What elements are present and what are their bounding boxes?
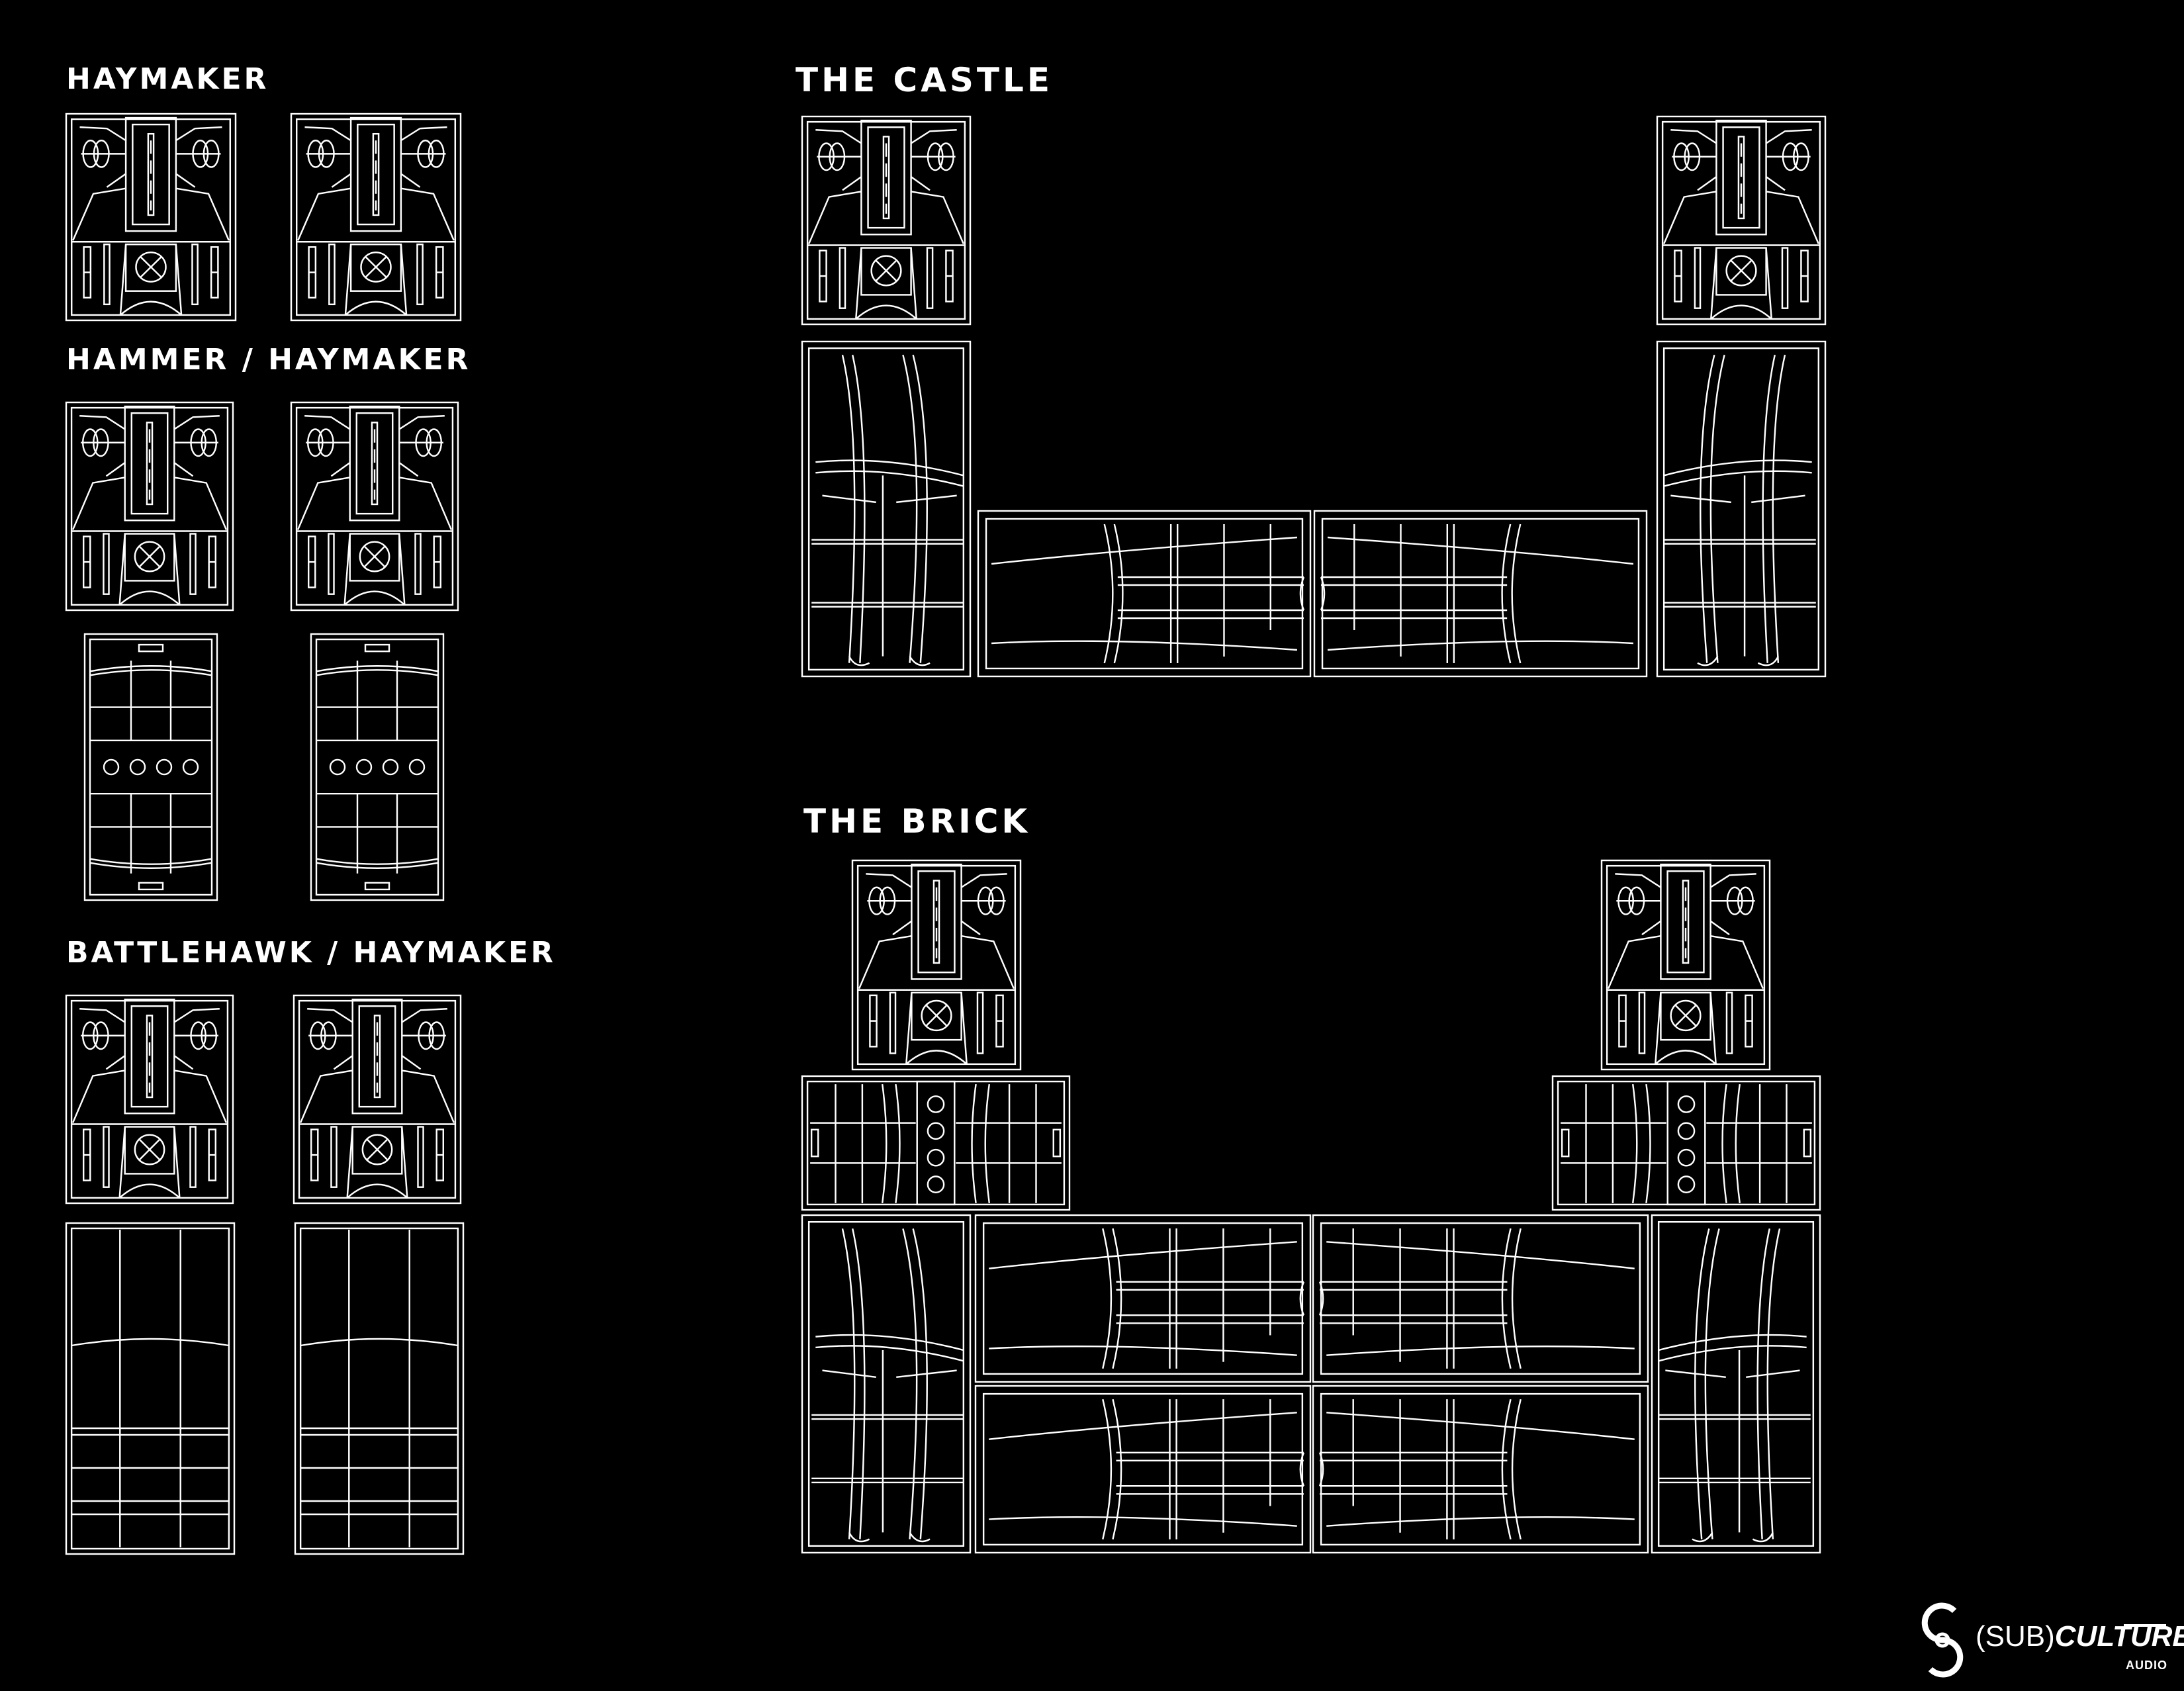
haymaker-cabinet [851, 859, 1022, 1071]
logo-sub: AUDIO [2126, 1659, 2167, 1672]
haymaker-cabinet [293, 994, 462, 1205]
battlehawk-sub-cabinet [65, 1222, 236, 1555]
horn-sub-wide-cabinet [1312, 1214, 1649, 1383]
logo-bar [2124, 1624, 2166, 1627]
logo-brand: (SUB)CULTURE [1976, 1620, 2184, 1653]
hammer-sub-cabinet [310, 633, 445, 901]
haymaker-cabinet [65, 113, 237, 322]
heading-the-castle: THE CASTLE [796, 61, 1054, 99]
haymaker-cabinet [1600, 859, 1771, 1071]
horn-sub-wide-cabinet [974, 1385, 1312, 1554]
haymaker-cabinet [801, 115, 972, 326]
horn-sub-tall-cabinet [1656, 340, 1827, 678]
horn-sub-wide-cabinet [977, 510, 1312, 678]
horn-sub-wide-cabinet [1313, 510, 1648, 678]
heading-hammer-haymaker: HAMMER / HAYMAKER [66, 343, 471, 377]
subculture-audio-logo: (SUB)CULTURE AUDIO [1916, 1602, 2184, 1681]
small-sub-horizontal-cabinet [801, 1075, 1071, 1211]
haymaker-cabinet [1656, 115, 1827, 326]
haymaker-cabinet [65, 401, 234, 612]
heading-haymaker: HAYMAKER [66, 62, 269, 96]
horn-sub-wide-cabinet [1312, 1385, 1649, 1554]
hammer-sub-cabinet [83, 633, 218, 901]
heading-battlehawk-haymaker: BATTLEHAWK / HAYMAKER [66, 936, 556, 970]
horn-sub-tall-cabinet [801, 1214, 972, 1554]
small-sub-horizontal-cabinet [1551, 1075, 1821, 1211]
haymaker-cabinet [290, 401, 459, 612]
horn-sub-tall-cabinet [801, 340, 972, 678]
haymaker-cabinet [290, 113, 462, 322]
battlehawk-sub-cabinet [294, 1222, 465, 1555]
horn-sub-tall-cabinet [1651, 1214, 1821, 1554]
horn-sub-wide-cabinet [974, 1214, 1312, 1383]
haymaker-cabinet [65, 994, 234, 1205]
logo-mark-icon [1921, 1602, 1964, 1678]
heading-the-brick: THE BRICK [803, 802, 1031, 841]
